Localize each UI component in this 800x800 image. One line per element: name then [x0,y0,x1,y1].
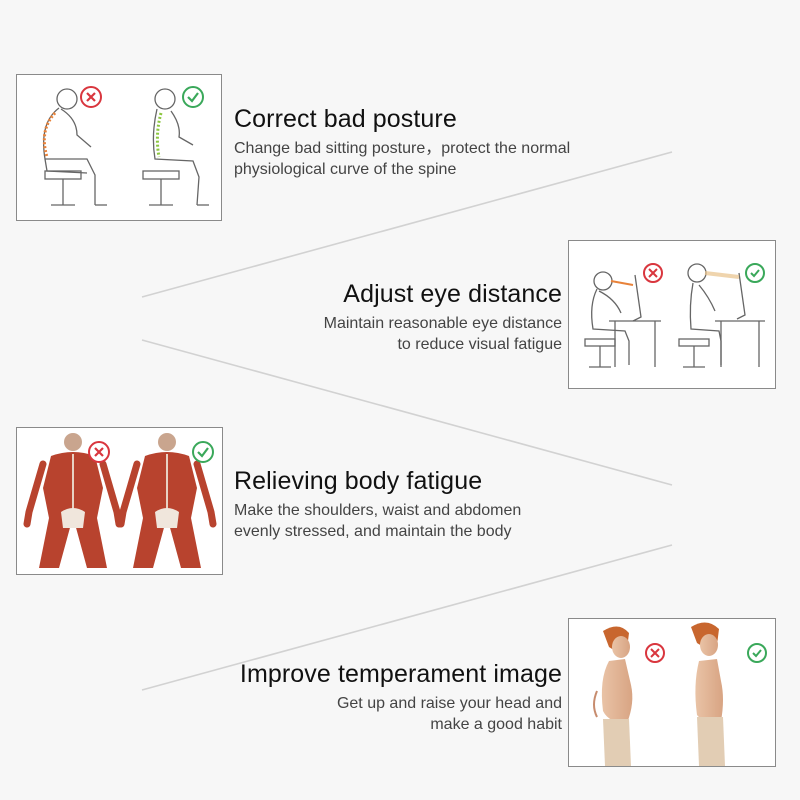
posture-illustration-card [16,74,222,221]
feature-correct-posture: Correct bad posture Change bad sitting p… [234,104,570,180]
upright-woman-icon [691,622,725,766]
slouched-woman-icon [593,626,633,766]
short-gaze-line [610,280,634,286]
anatomy-back-figure-icon [117,433,217,568]
long-gaze-line [704,271,740,279]
feature-description: Get up and raise your head and make a go… [336,695,562,733]
slouched-figure-icon [42,88,107,206]
feature-eye-distance: Adjust eye distance Maintain reasonable … [324,279,562,355]
check-circle-icon [745,263,765,283]
check-circle-icon [182,86,204,108]
feature-title: Relieving body fatigue [234,467,483,495]
temperament-illustration-card [568,618,776,767]
feature-description: Make the shoulders, waist and abdomen ev… [234,502,522,540]
cross-circle-icon [645,643,665,663]
feature-title: Correct bad posture [234,105,457,133]
feature-temperament: Improve temperament image Get up and rai… [240,659,562,735]
good-spine-curve [155,112,163,158]
leaning-figure-icon [584,271,661,368]
feature-title: Adjust eye distance [343,280,562,308]
check-circle-icon [192,441,214,463]
upright-figure-icon [142,88,209,206]
cross-circle-icon [643,263,663,283]
feature-description: Change bad sitting posture，protect the n… [234,140,571,178]
upright-desk-figure-icon [678,263,765,368]
bad-spine-curve [42,111,57,158]
eye-distance-illustration-card [568,240,776,389]
cross-circle-icon [88,441,110,463]
feature-description: Maintain reasonable eye distance to redu… [323,315,562,353]
body-fatigue-illustration-card [16,427,223,575]
feature-title: Improve temperament image [239,660,562,688]
cross-circle-icon [80,86,102,108]
feature-body-fatigue: Relieving body fatigue Make the shoulder… [234,466,521,542]
check-circle-icon [747,643,767,663]
